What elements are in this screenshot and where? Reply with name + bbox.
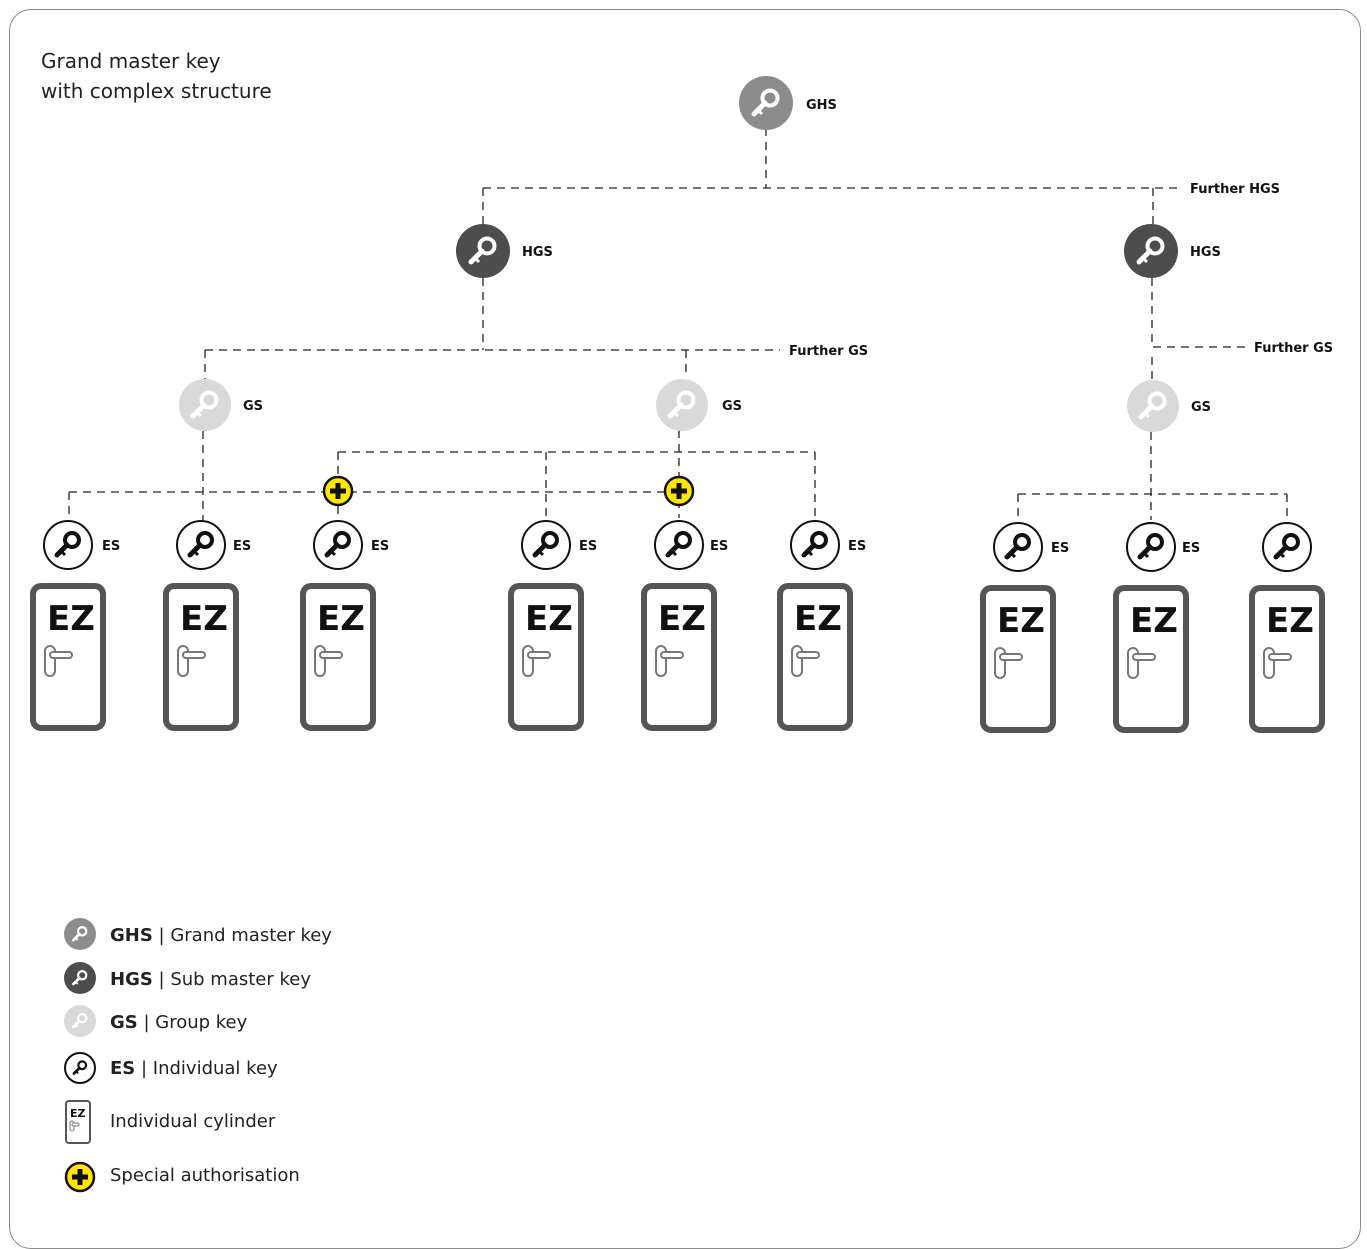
further-hgs-label: Further HGS: [1190, 182, 1280, 197]
ez-label: EZ: [658, 599, 706, 639]
gs-label: GS: [722, 399, 742, 414]
gs-key-icon: [656, 379, 708, 431]
hgs-key-icon: [1124, 224, 1178, 278]
es-label: ES: [1051, 541, 1069, 556]
legend-gs-code: GS: [110, 1012, 138, 1033]
es-key-icon: [313, 520, 363, 570]
legend-special-authorisation-icon: [64, 1161, 96, 1193]
legend-ghs-entry: GHS | Grand master key: [110, 925, 332, 946]
hgs-label: HGS: [522, 245, 553, 260]
legend-ghs-icon: [64, 918, 96, 950]
hgs-label: HGS: [1190, 245, 1221, 260]
hgs-key-icon: [456, 224, 510, 278]
es-key-icon: [43, 520, 93, 570]
es-key-icon: [176, 520, 226, 570]
ez-label: EZ: [525, 599, 573, 639]
legend-es-desc: | Individual key: [135, 1058, 278, 1079]
legend-special-entry: Special authorisation: [110, 1165, 300, 1186]
legend-es-icon: [64, 1052, 96, 1084]
ghs-label: GHS: [806, 98, 837, 113]
title-line-1: Grand master key: [41, 49, 221, 73]
es-label: ES: [710, 539, 728, 554]
ez-label: EZ: [1130, 601, 1178, 641]
gs-label: GS: [243, 399, 263, 414]
special-authorisation-icon: [663, 475, 695, 507]
ez-label: EZ: [997, 601, 1045, 641]
legend-gs-entry: GS | Group key: [110, 1012, 247, 1033]
es-label: ES: [1182, 541, 1200, 556]
es-label: ES: [848, 539, 866, 554]
es-key-icon: [790, 520, 840, 570]
legend-hgs-entry: HGS | Sub master key: [110, 969, 311, 990]
legend-ghs-code: GHS: [110, 925, 153, 946]
legend-es-entry: ES | Individual key: [110, 1058, 278, 1079]
legend-ez-text: EZ: [70, 1107, 86, 1120]
legend-hgs-code: HGS: [110, 969, 153, 990]
gs-key-icon: [1127, 380, 1179, 432]
legend-es-code: ES: [110, 1058, 136, 1079]
es-key-icon: [1262, 522, 1312, 572]
ez-label: EZ: [1266, 601, 1314, 641]
es-label: ES: [579, 539, 597, 554]
further-gs-label: Further GS: [789, 344, 868, 359]
ez-label: EZ: [47, 599, 95, 639]
es-key-icon: [521, 520, 571, 570]
es-label: ES: [102, 539, 120, 554]
legend-ghs-desc: | Grand master key: [152, 925, 332, 946]
ez-label: EZ: [317, 599, 365, 639]
legend-special-desc: Special authorisation: [110, 1165, 300, 1186]
es-label: ES: [371, 539, 389, 554]
diagram-title: Grand master key with complex structure: [41, 46, 272, 106]
legend-hgs-desc: | Sub master key: [152, 969, 312, 990]
connector-lines: [68, 128, 1288, 520]
ghs-key-icon: [739, 76, 793, 130]
title-line-2: with complex structure: [41, 79, 272, 103]
legend-gs-icon: [64, 1005, 96, 1037]
gs-label: GS: [1191, 400, 1211, 415]
gs-key-icon: [179, 379, 231, 431]
es-key-icon: [1126, 522, 1176, 572]
legend-ez-desc: Individual cylinder: [110, 1111, 276, 1132]
es-key-icon: [654, 520, 704, 570]
es-label: ES: [233, 539, 251, 554]
ez-label: EZ: [794, 599, 842, 639]
legend-gs-desc: | Group key: [137, 1012, 248, 1033]
legend-ez-entry: Individual cylinder: [110, 1111, 275, 1132]
legend-hgs-icon: [64, 962, 96, 994]
ez-label: EZ: [180, 599, 228, 639]
special-authorisation-icon: [322, 475, 354, 507]
legend-ez-icon: EZ: [65, 1100, 91, 1144]
es-key-icon: [993, 522, 1043, 572]
further-gs-label: Further GS: [1254, 341, 1333, 356]
